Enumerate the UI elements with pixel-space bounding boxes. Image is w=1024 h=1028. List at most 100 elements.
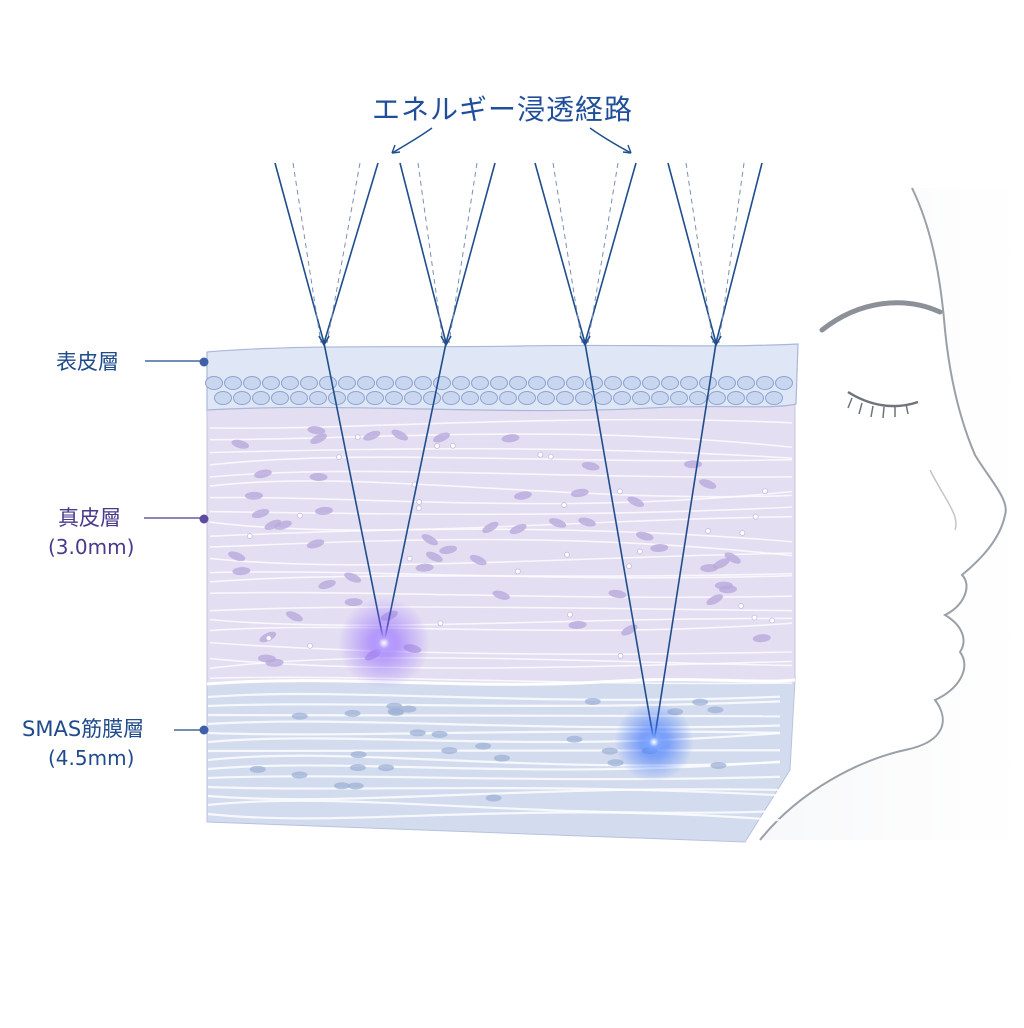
- smas-fiber: [207, 775, 781, 781]
- dermis-nucleus: [310, 433, 327, 445]
- dermis-nucleus: [244, 491, 263, 500]
- smas-nucleus: [400, 705, 417, 713]
- epidermis-cell: [585, 376, 603, 390]
- dermis-nuclei: [228, 426, 771, 667]
- dermis-nucleus: [635, 531, 654, 541]
- dermis-nucleus: [570, 488, 589, 498]
- epidermis-cell: [566, 376, 584, 390]
- dermis-nucleus: [232, 567, 251, 576]
- smas-fiber: [207, 811, 781, 822]
- dermis-nucleus: [257, 654, 276, 663]
- epidermis-cell: [556, 391, 574, 405]
- epidermis-cell: [290, 391, 308, 405]
- dermis-dot: [626, 563, 632, 570]
- dermis-fiber: [209, 418, 793, 429]
- beam-guide-dashed: [292, 162, 322, 344]
- dermis-dot: [416, 499, 423, 505]
- title-arrows: [391, 127, 632, 154]
- smas-nucleus: [249, 765, 266, 773]
- dermis-dot: [336, 454, 342, 461]
- dermis-nucleus: [415, 563, 434, 572]
- epidermis-cell: [613, 391, 631, 405]
- dermis-dot: [297, 512, 303, 519]
- dermis-dot: [762, 488, 768, 495]
- smas-nucleus: [707, 706, 724, 714]
- dermis-nucleus: [231, 439, 250, 449]
- dermis-nucleus: [391, 429, 408, 441]
- epidermis-cell: [509, 376, 527, 390]
- beam-line: [584, 162, 637, 344]
- dermis-dot: [449, 442, 456, 449]
- dermis-nucleus: [712, 558, 730, 569]
- epidermis-cell: [442, 391, 460, 405]
- smas-focal-point: [614, 702, 694, 782]
- beam-line: [399, 162, 447, 344]
- epidermis-cell: [376, 376, 394, 390]
- dermis-dot: [246, 533, 253, 539]
- dermis-depth-label: (3.0mm): [48, 535, 135, 559]
- dermis-fiber: [209, 641, 793, 655]
- epidermis-cell: [252, 391, 270, 405]
- dermis-nucleus: [706, 594, 723, 606]
- epidermis-cell: [651, 391, 669, 405]
- beam-line: [667, 162, 717, 344]
- dermis-dot: [354, 434, 361, 441]
- beam-guide-dashed: [685, 162, 714, 344]
- dermis-dot: [547, 453, 554, 460]
- epidermis-cell: [385, 391, 403, 405]
- dermis-fiber: [209, 470, 793, 478]
- epidermis-cell: [300, 376, 318, 390]
- dermis-nucleus: [581, 461, 600, 471]
- dermis-nucleus: [724, 552, 741, 564]
- beam-line: [445, 162, 496, 344]
- dermis-nucleus: [307, 426, 326, 435]
- beam-line: [534, 162, 586, 344]
- smas-fiber: [207, 799, 781, 814]
- epidermis-cell: [347, 391, 365, 405]
- dermis-dot: [561, 502, 568, 508]
- dermis-nucleus: [650, 543, 669, 553]
- smas-nucleus: [291, 771, 308, 779]
- epidermis-cell: [214, 391, 232, 405]
- epidermis-cell: [575, 391, 593, 405]
- beam-guide-dashed: [448, 162, 478, 344]
- smas-nucleus: [566, 735, 583, 743]
- dermis-nucleus: [514, 491, 532, 500]
- epidermis-cell: [357, 376, 375, 390]
- epidermis-cell: [224, 376, 242, 390]
- epidermis-cell: [461, 391, 479, 405]
- smas-nucleus: [493, 754, 510, 762]
- diagram-title: エネルギー浸透経路: [372, 93, 634, 126]
- smas-nucleus: [344, 709, 361, 717]
- epidermis-cell: [547, 376, 565, 390]
- face-profile: [759, 187, 1024, 841]
- beam-guide-dashed: [552, 162, 583, 344]
- dermis-dot: [434, 442, 440, 449]
- dermis-fiber: [209, 622, 793, 632]
- epidermis-cell: [642, 376, 660, 390]
- leader-lines: [144, 357, 209, 735]
- epidermis-cell: [262, 376, 280, 390]
- dermis-dot: [564, 551, 570, 558]
- beam-line: [274, 162, 325, 344]
- tissue-block: [205, 343, 799, 843]
- smas-nucleus: [431, 730, 448, 738]
- dermis-nucleus: [548, 518, 567, 528]
- dermis-nucleus: [318, 579, 336, 590]
- epidermis-cell: [727, 391, 745, 405]
- epidermis-cell: [537, 391, 555, 405]
- dermis-nucleus: [425, 551, 443, 563]
- epidermis-cell: [243, 376, 261, 390]
- smas-nucleus: [291, 712, 308, 720]
- smas-nucleus: [475, 742, 492, 750]
- smas-nucleus: [692, 698, 709, 706]
- smas-nucleus: [485, 794, 502, 802]
- dermis-fiber: [209, 572, 793, 583]
- epidermis-cell: [699, 376, 717, 390]
- dermis-nucleus: [608, 589, 627, 599]
- epidermis-cell: [661, 376, 679, 390]
- dermis-dot: [636, 548, 643, 555]
- epidermis-cell: [499, 391, 517, 405]
- dermis-dot: [752, 513, 759, 520]
- smas-nucleus: [601, 747, 618, 755]
